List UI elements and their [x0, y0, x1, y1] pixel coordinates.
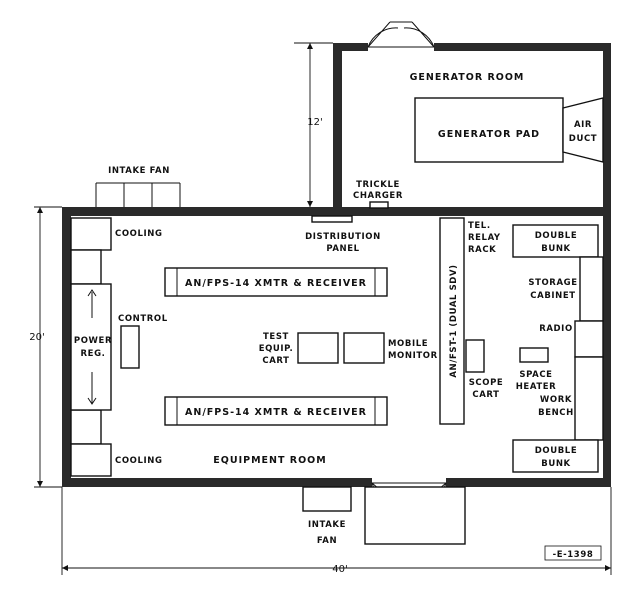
tel-label: TEL.	[468, 221, 491, 231]
double-bunk-bottom-label-2: BUNK	[541, 459, 570, 469]
generator-pad-label: GENERATOR PAD	[438, 129, 540, 140]
distribution-panel	[311, 215, 353, 223]
dimension-40ft	[61, 487, 612, 575]
mobile-label: MOBILE	[388, 339, 428, 349]
fst-label: AN/FST-1 (DUAL SDV)	[449, 264, 459, 377]
xmtr-receiver-top	[164, 267, 388, 297]
power-label: POWER	[74, 336, 112, 346]
xmtr-receiver-bottom	[164, 396, 388, 426]
double-bunk-bottom-label-1: DOUBLE	[535, 446, 578, 456]
scope-cart-label: CART	[472, 390, 499, 400]
heater-label: HEATER	[516, 382, 557, 392]
air-label: AIR	[574, 120, 592, 130]
dimension-12ft	[294, 42, 333, 207]
dimension-20ft	[34, 206, 62, 488]
panel-label: PANEL	[326, 244, 359, 254]
radio	[574, 320, 604, 358]
space-heater	[519, 347, 549, 363]
cooling-unit-top	[70, 217, 112, 285]
xmtr-top-label: AN/FPS-14 XMTR & RECEIVER	[185, 278, 367, 289]
duct-label: DUCT	[569, 134, 597, 144]
xmtr-bottom-label: AN/FPS-14 XMTR & RECEIVER	[185, 407, 367, 418]
equipment-room-label: EQUIPMENT ROOM	[213, 455, 326, 466]
control-console	[120, 325, 140, 369]
intake-bottom-label-2: FAN	[317, 536, 337, 546]
cooling-top-label: COOLING	[115, 229, 163, 239]
equip-label: EQUIP.	[259, 344, 294, 354]
storage-label: STORAGE	[528, 278, 577, 288]
cart-label: CART	[262, 356, 289, 366]
equipment-door	[364, 482, 466, 545]
dim-12-label: 12'	[307, 117, 322, 128]
storage-cabinet	[579, 256, 604, 322]
scope-label: SCOPE	[469, 378, 504, 388]
bench-label: BENCH	[538, 408, 574, 418]
control-label: CONTROL	[118, 314, 168, 324]
intake-fan-top-label: INTAKE FAN	[108, 166, 170, 176]
monitor-label: MONITOR	[388, 351, 438, 361]
dim-20-label: 20'	[29, 332, 44, 343]
test-label: TEST	[263, 332, 289, 342]
air-duct	[562, 97, 604, 163]
drawing-number-box	[544, 545, 602, 561]
space-label: SPACE	[519, 370, 552, 380]
double-bunk-top	[512, 224, 599, 258]
reg-label: REG.	[81, 349, 106, 359]
double-bunk-top-label-2: BUNK	[541, 244, 570, 254]
scope-cart	[465, 339, 485, 373]
dim-40-label: 40'	[332, 564, 347, 575]
intake-bottom-label-1: INTAKE	[308, 520, 346, 530]
mobile-monitor	[343, 332, 385, 364]
work-bench	[574, 356, 604, 441]
generator-door	[367, 21, 435, 48]
relay-label: RELAY	[468, 233, 501, 243]
drawing-number: -E-1398	[553, 550, 594, 560]
equipment-room-walls	[62, 207, 611, 488]
trickle-charger	[369, 201, 389, 209]
power-reg	[70, 283, 112, 411]
radio-label: RADIO	[539, 324, 573, 334]
cooling-unit-bottom	[70, 409, 112, 477]
generator-pad	[414, 97, 564, 163]
cooling-bottom-label: COOLING	[115, 456, 163, 466]
generator-room-label: GENERATOR ROOM	[410, 72, 525, 83]
trickle-label: TRICKLE	[356, 180, 400, 190]
charger-label: CHARGER	[353, 191, 403, 201]
double-bunk-top-label-1: DOUBLE	[535, 231, 578, 241]
double-bunk-bottom	[512, 439, 599, 473]
rack-label: RACK	[468, 245, 496, 255]
intake-fan-bottom	[302, 486, 352, 512]
intake-fan-top	[95, 182, 181, 207]
work-label: WORK	[540, 395, 572, 405]
test-equip-cart	[297, 332, 339, 364]
fst-rack	[439, 217, 465, 425]
distribution-label: DISTRIBUTION	[305, 232, 381, 242]
cabinet-label: CABINET	[530, 291, 575, 301]
